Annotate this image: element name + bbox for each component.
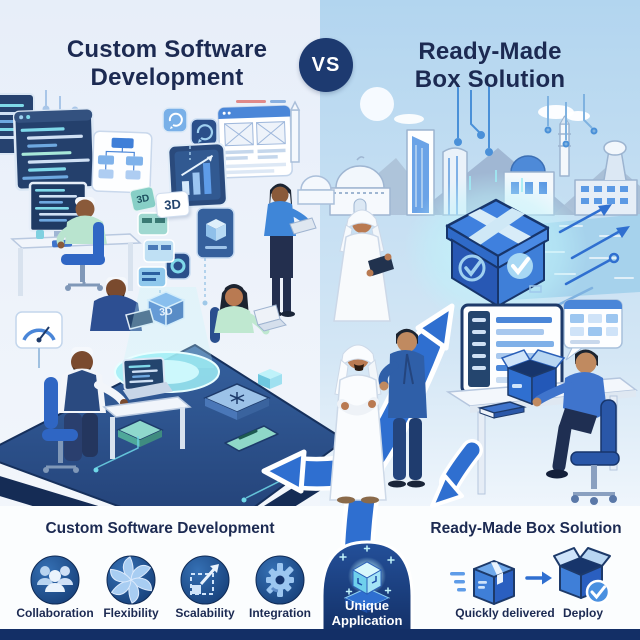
sparkles xyxy=(339,545,395,595)
down-right-arrow xyxy=(430,439,483,508)
floating-window xyxy=(563,299,623,361)
seated-developer xyxy=(56,197,107,291)
vs-label: VS xyxy=(311,53,341,76)
circuit-lines xyxy=(454,84,598,156)
right-title-line1: Ready-Made xyxy=(418,38,562,65)
left-title-line2: Development xyxy=(90,64,244,91)
feature-label-deploy: Deploy xyxy=(562,606,603,620)
glowing-cube-icon xyxy=(343,561,391,613)
circuit-chip xyxy=(116,419,164,447)
arrow-right-icon xyxy=(525,571,552,585)
open-box xyxy=(500,349,566,406)
cloud xyxy=(394,114,424,124)
feature-label-integration: Integration xyxy=(249,606,311,620)
developer-with-laptop-standing xyxy=(264,183,317,317)
desk-scene-right xyxy=(445,299,638,505)
ring-tile-icon xyxy=(165,252,191,280)
developer-navy-shirt xyxy=(90,277,155,331)
bottom-bar xyxy=(0,629,640,640)
feature-icon-integration xyxy=(255,555,305,605)
refresh-tile-icon xyxy=(162,107,188,133)
wireframe-browser-window xyxy=(217,104,293,179)
badge-3d: 3D xyxy=(154,190,191,219)
feature-icon-scalability xyxy=(180,555,230,605)
pill-button xyxy=(224,425,279,452)
footer-left-heading: Custom Software Development xyxy=(45,520,275,537)
check-circle xyxy=(507,253,533,279)
gear-icon xyxy=(266,563,294,597)
scale-arrow-icon xyxy=(190,564,219,595)
cube-tile-icon xyxy=(196,207,235,259)
right-title-line2: Box Solution xyxy=(414,66,566,93)
mosque-outline xyxy=(289,100,335,205)
unique-application-panel xyxy=(320,540,414,640)
client-thobe-center xyxy=(329,344,387,504)
left-title-line1: Custom Software xyxy=(66,36,268,63)
developer-sweater-seated xyxy=(532,349,620,505)
feature-label-scalability: Scalability xyxy=(175,606,235,620)
speed-arrows xyxy=(554,204,630,308)
blue-book xyxy=(477,401,527,419)
gauge-card xyxy=(15,311,63,368)
developer-vest-at-desk xyxy=(42,347,192,473)
open-box-check-icon xyxy=(553,547,611,605)
pinwheel-icon xyxy=(110,556,152,604)
footer-background xyxy=(0,506,640,640)
feature-label-quickly-delivered: Quickly delivered xyxy=(455,606,555,620)
ui-card-tiles xyxy=(137,146,208,316)
businessman-suit xyxy=(378,328,427,488)
unique-application-label: Unique Application xyxy=(331,598,403,628)
vs-badge: VS xyxy=(299,38,353,92)
client-thobe-tablet xyxy=(333,209,394,322)
package-box xyxy=(404,170,588,328)
developer-seated-laptop xyxy=(210,284,287,343)
left-title: Custom Software Development xyxy=(22,36,312,92)
check-circle xyxy=(458,254,486,282)
flowchart-panel xyxy=(91,130,153,194)
feature-icon-collaboration xyxy=(30,555,80,605)
footer-right-heading: Ready-Made Box Solution xyxy=(430,520,622,537)
light-beam xyxy=(122,287,214,368)
gift-ribbon xyxy=(465,208,525,247)
feature-icon-flexibility xyxy=(106,555,156,605)
code-window xyxy=(12,108,96,192)
people-group-icon xyxy=(37,566,73,592)
feature-label-collaboration: Collaboration xyxy=(16,606,94,620)
right-title: Ready-Made Box Solution xyxy=(390,38,590,94)
shipping-box-icon xyxy=(450,560,515,605)
cube-chip xyxy=(258,369,282,389)
cloud xyxy=(566,111,590,121)
refresh-tile-icon xyxy=(190,118,218,146)
developer-at-monitor xyxy=(10,181,142,296)
circuit-chip xyxy=(203,383,271,420)
water-tower xyxy=(603,140,627,181)
sun xyxy=(360,87,394,121)
badge-3d: 3D xyxy=(158,304,174,319)
feature-label-flexibility: Flexibility xyxy=(103,606,159,620)
